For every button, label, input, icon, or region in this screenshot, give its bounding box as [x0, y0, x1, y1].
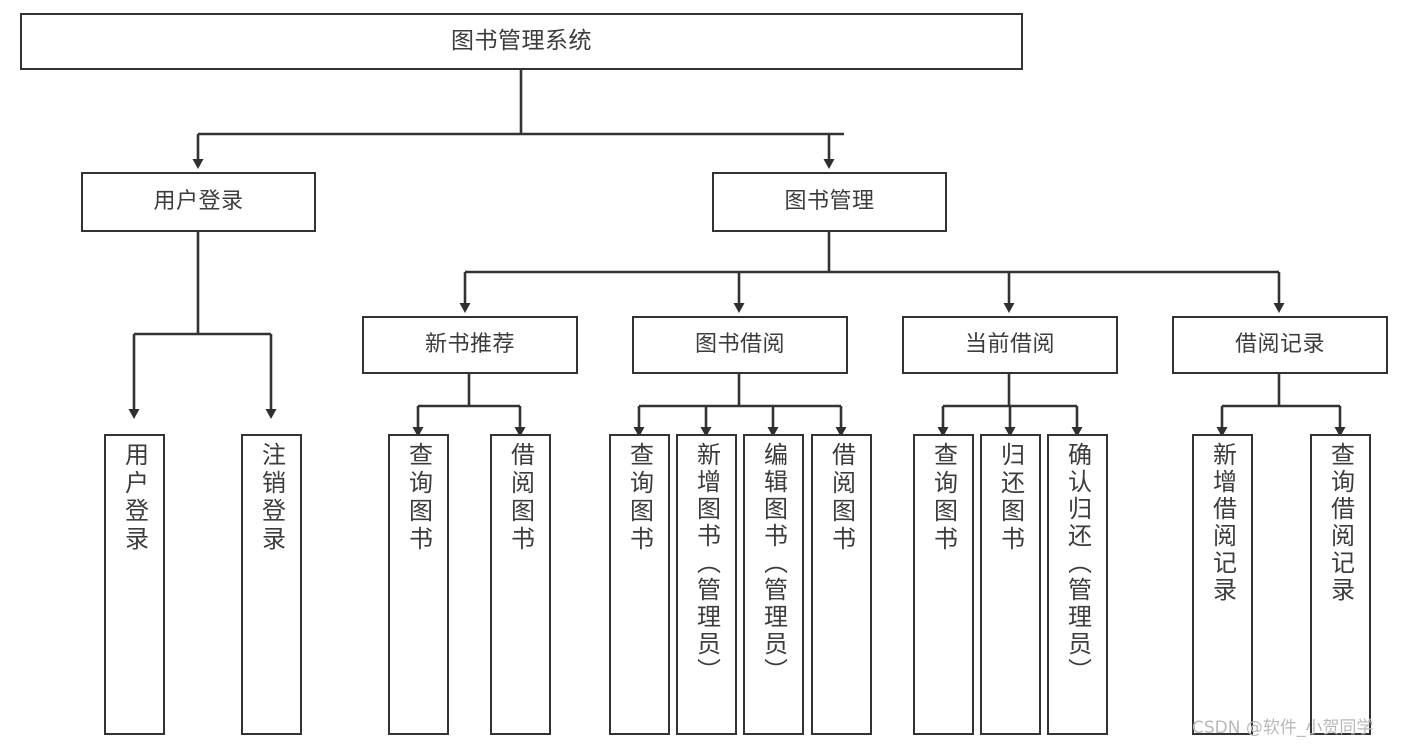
node-label: 新增借阅记录 [1208, 442, 1237, 604]
node-root-system[interactable]: 图书管理系统 [20, 13, 1023, 70]
node-current-borrow[interactable]: 当前借阅 [902, 316, 1118, 374]
node-label: 新书推荐 [424, 332, 515, 358]
node-borrow-record[interactable]: 借阅记录 [1172, 316, 1388, 374]
node-new-book-recommend[interactable]: 新书推荐 [362, 316, 578, 374]
node-label: 注销登录 [257, 442, 286, 554]
node-label: 查询图书 [404, 442, 433, 554]
leaf-borrow-edit-book-admin[interactable]: 编辑图书（管理员） [743, 434, 804, 735]
node-book-management[interactable]: 图书管理 [712, 172, 947, 232]
leaf-borrow-query-book[interactable]: 查询图书 [609, 434, 670, 735]
leaf-current-confirm-return-admin[interactable]: 确认归还（管理员） [1047, 434, 1108, 735]
node-label: 归还图书 [996, 442, 1025, 554]
leaf-user-login-logout[interactable]: 注销登录 [241, 434, 302, 735]
node-label: 借阅图书 [827, 442, 856, 554]
csdn-watermark: CSDN @软件_小贺同学 [1192, 718, 1374, 738]
node-label: 查询图书 [929, 442, 958, 554]
leaf-user-login-login[interactable]: 用户登录 [104, 434, 165, 735]
node-label: 查询图书 [625, 442, 654, 554]
node-label: 确认归还（管理员） [1063, 442, 1092, 685]
node-label: 新增图书（管理员） [692, 442, 721, 685]
leaf-recommend-borrow-book[interactable]: 借阅图书 [490, 434, 551, 735]
node-label: 用户登录 [153, 189, 244, 215]
node-book-borrow[interactable]: 图书借阅 [632, 316, 848, 374]
leaf-borrow-add-book-admin[interactable]: 新增图书（管理员） [676, 434, 737, 735]
node-label: 图书借阅 [694, 332, 785, 358]
leaf-current-return-book[interactable]: 归还图书 [980, 434, 1041, 735]
node-label: 借阅记录 [1234, 332, 1325, 358]
node-label: 用户登录 [120, 442, 149, 554]
node-label: 图书管理系统 [451, 27, 592, 54]
node-label: 编辑图书（管理员） [759, 442, 788, 685]
leaf-borrow-borrow-book[interactable]: 借阅图书 [811, 434, 872, 735]
node-label: 当前借阅 [964, 332, 1055, 358]
leaf-current-query-book[interactable]: 查询图书 [913, 434, 974, 735]
node-label: 借阅图书 [506, 442, 535, 554]
leaf-record-query-record[interactable]: 查询借阅记录 [1310, 434, 1371, 735]
leaf-recommend-query-book[interactable]: 查询图书 [388, 434, 449, 735]
node-label: 图书管理 [784, 189, 875, 215]
leaf-record-add-record[interactable]: 新增借阅记录 [1192, 434, 1253, 735]
node-user-login[interactable]: 用户登录 [81, 172, 316, 232]
node-label: 查询借阅记录 [1326, 442, 1355, 604]
